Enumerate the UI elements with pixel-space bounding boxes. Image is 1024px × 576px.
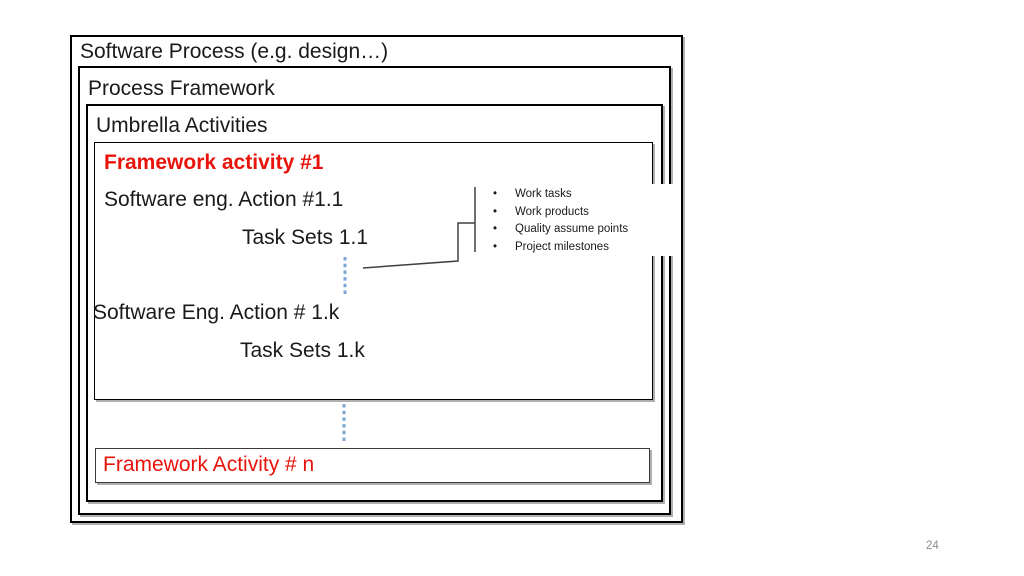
process-framework-label: Process Framework [88, 77, 275, 100]
task-sets-1-1-label: Task Sets 1.1 [242, 226, 369, 249]
software-process-box [70, 35, 683, 523]
umbrella-activities-box [86, 104, 663, 502]
software-eng-action-1-k-label: Software Eng. Action # 1.k [93, 301, 340, 324]
task-sets-1-k-label: Task Sets 1.k [240, 339, 365, 362]
software-eng-action-1-1-label: Software eng. Action #1.1 [104, 188, 344, 211]
bullet-icon: • [493, 223, 498, 235]
software-process-label: Software Process (e.g. design…) [80, 40, 389, 63]
page-number: 24 [926, 540, 939, 552]
umbrella-activities-label: Umbrella Activities [96, 114, 268, 137]
task-callout-list: • Work tasks • Work products • Quality a… [491, 186, 673, 256]
bullet-icon: • [493, 188, 498, 200]
framework-activity-n-box [95, 448, 650, 483]
process-framework-box [78, 66, 671, 515]
bullet-icon: • [493, 205, 498, 218]
framework-activity-1-title: Framework activity #1 [104, 151, 324, 174]
list-item: • Project milestones [491, 239, 673, 257]
framework-activity-1-box [94, 142, 653, 400]
callout-item-text: Work tasks [515, 188, 572, 200]
callout-item-text: Work products [515, 205, 589, 218]
list-item: • Work tasks [491, 186, 673, 204]
bullet-icon: • [493, 240, 498, 253]
list-item: • Quality assume points [491, 221, 673, 239]
callout-item-text: Project milestones [515, 240, 609, 253]
task-callout-panel: • Work tasks • Work products • Quality a… [481, 184, 673, 256]
list-item: • Work products [491, 204, 673, 222]
framework-activity-n-label: Framework Activity # n [103, 453, 315, 476]
callout-item-text: Quality assume points [515, 223, 629, 235]
